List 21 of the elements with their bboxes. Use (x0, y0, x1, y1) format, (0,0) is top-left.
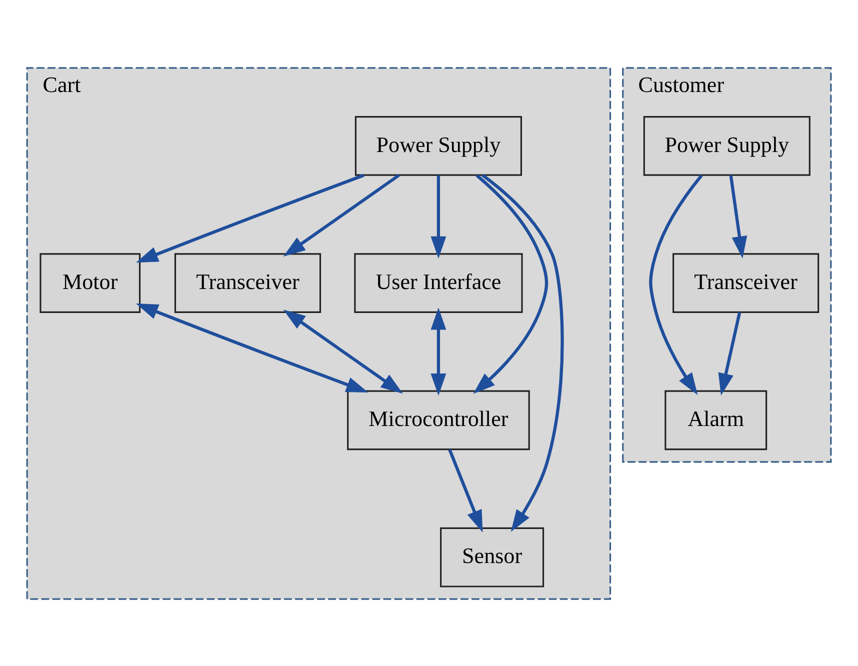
node-box: Power Supply (354, 115, 522, 176)
node-box: Power Supply (643, 115, 810, 176)
node-box: Transceiver (672, 252, 820, 312)
arrow (482, 173, 564, 532)
node-box: Microcontroller (347, 390, 530, 450)
arrow (649, 174, 703, 394)
arrow (283, 173, 400, 256)
arrow (430, 174, 446, 258)
arrow (448, 448, 483, 532)
node-box: Transceiver (174, 252, 322, 312)
node-box: Sensor (440, 526, 544, 587)
node-box: Motor (40, 252, 141, 312)
arrow (473, 174, 548, 394)
arrow (283, 309, 403, 394)
arrow (136, 173, 364, 262)
arrow (729, 174, 748, 258)
arrow (718, 312, 742, 396)
node-box: Alarm (664, 390, 768, 450)
node-box: User Interface (354, 252, 523, 312)
arrow (136, 302, 368, 392)
arrow (430, 307, 446, 396)
